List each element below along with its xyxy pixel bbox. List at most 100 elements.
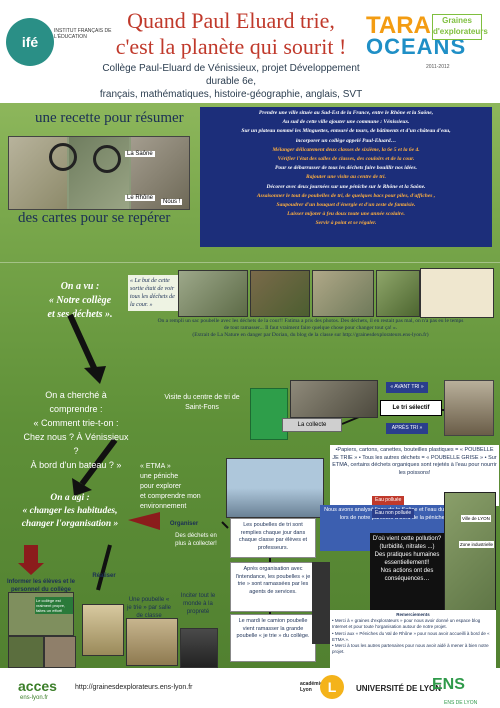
pollution-q1: D'où vient cette pollution? bbox=[372, 536, 442, 542]
step-box-1: Les poubelles de tri sont remplies chaqu… bbox=[230, 518, 316, 558]
academie-text: académie Lyon bbox=[300, 681, 323, 693]
arrow-small bbox=[221, 521, 229, 529]
universite-logo: UNIVERSITÉ DE LYON bbox=[356, 684, 442, 693]
clean-water-label: Eau non polluée bbox=[372, 509, 415, 518]
arrow-understand-to-act bbox=[79, 438, 118, 486]
seen-note-line-3: (Extrait de La Nature en danger par Dori… bbox=[192, 332, 429, 338]
ife-logo-text: ifé bbox=[21, 34, 39, 50]
magnifier-icon bbox=[93, 145, 121, 173]
tara-oceans-logo: TARA OCEANS Graines d'explorateurs 2011-… bbox=[366, 12, 496, 72]
seen-heading: On a vu : « Notre collège et ses déchets… bbox=[40, 280, 120, 322]
photo-college-sign: Le collège est vraiment propre, faites u… bbox=[8, 592, 74, 636]
arrow-seen-to-understand bbox=[67, 313, 98, 372]
etma-line-3: pour explorer bbox=[140, 483, 182, 490]
ens-logo: ENS bbox=[432, 676, 465, 693]
poster-subtitle: Collège Paul-Eluard de Vénissieux, proje… bbox=[96, 62, 366, 101]
understand-line-3: Chez nous ? À Vénissieux ? bbox=[23, 432, 129, 456]
seen-note: On a rempli un sac poubelle avec les déc… bbox=[128, 318, 493, 339]
thanks-box: Remerciements • Merci à « graines d'expl… bbox=[330, 610, 496, 670]
red-arrow-organiser-icon bbox=[128, 512, 160, 530]
sorting-rules-box: •Papiers, cartons, canettes, bouteilles … bbox=[330, 445, 499, 506]
ife-subtitle: INSTITUT FRANÇAIS DE L'ÉDUCATION bbox=[54, 28, 112, 40]
understand-line-4: À bord d'un bateau ? » bbox=[30, 460, 122, 470]
header: ifé INSTITUT FRANÇAIS DE L'ÉDUCATION Qua… bbox=[0, 0, 500, 103]
recipe-line: Assaisonner le tout de poubelles de tri,… bbox=[256, 192, 436, 199]
academie-logo: académie Lyon L bbox=[300, 675, 348, 705]
etma-line-1: « ETMA » bbox=[140, 463, 171, 470]
photo-wall bbox=[376, 270, 420, 317]
recipe-line: Décorer avec deux journées sur une pénic… bbox=[266, 183, 426, 190]
thanks-title: Remerciements bbox=[396, 612, 430, 617]
etma-line-2: une péniche bbox=[140, 473, 179, 480]
college-sign-text: Le collège est vraiment propre, faites u… bbox=[35, 597, 73, 614]
seen-line-2: « Notre collège bbox=[48, 295, 112, 306]
ife-logo: ifé bbox=[6, 18, 54, 66]
section-divider bbox=[0, 262, 500, 263]
organiser-sub: Des déchets en plus à collecter! bbox=[175, 533, 217, 547]
recipe-line: Au sud de cette ville ajouter une commun… bbox=[282, 119, 410, 126]
photo-sorted-waste bbox=[444, 380, 494, 436]
arrow-head-icon bbox=[72, 478, 92, 496]
ens-sub: ENS DE LYON bbox=[444, 700, 478, 706]
pollution-q4: Nos actions ont des conséquences… bbox=[380, 568, 434, 582]
understand-heading: On a cherché à comprendre : « Comment tr… bbox=[20, 388, 132, 472]
realiser-label: Réaliser bbox=[92, 573, 116, 579]
inform-label: Informer les élèves et le personnel du c… bbox=[6, 579, 76, 593]
arrow-head-icon bbox=[84, 366, 106, 384]
industrial-tag: Zone industrielle bbox=[459, 541, 495, 548]
visit-label: Visite du centre de tri de Saint-Fons bbox=[164, 394, 240, 411]
step-box-3: Le mardi le camion poubelle vient ramass… bbox=[230, 614, 316, 662]
apres-tri-label: APRÈS TRI » bbox=[386, 423, 428, 434]
map-tag-rhone: Le Rhône bbox=[125, 195, 156, 201]
map-images: La Saône Le Rhône Nous ! bbox=[8, 136, 190, 210]
recipe-line: Servir à point et se régaler. bbox=[315, 220, 377, 227]
understand-line-2: « Comment trie-t-on : bbox=[33, 418, 119, 428]
photo-courtyard bbox=[178, 270, 248, 317]
photo-students bbox=[8, 636, 44, 668]
recipe-line: incorporer un collège appelé Paul-Eluard… bbox=[295, 137, 397, 144]
etma-line-5: environnement bbox=[140, 503, 187, 510]
seen-line-1: On a vu : bbox=[60, 281, 100, 292]
organiser-label: Organiser bbox=[169, 521, 199, 527]
thanks-line-1: • Merci à « graines d'explorateurs » pou… bbox=[332, 618, 481, 630]
recipe-line: Mélanger délicatement deux classes de si… bbox=[272, 146, 420, 153]
pollution-q2: (turbidité, nitrates ...) bbox=[379, 544, 435, 550]
subtitle-line-2: français, mathématiques, histoire-géogra… bbox=[99, 89, 363, 100]
photo-truck bbox=[312, 562, 330, 644]
recipe-line: Rajouter une visite au centre de tri. bbox=[306, 174, 386, 181]
photo-cardboard-bin bbox=[126, 618, 178, 666]
avant-tri-label: « AVANT TRI » bbox=[386, 382, 428, 393]
green-bin-icon bbox=[250, 388, 288, 440]
recipe-line: Vérifier l'état des salles de classes, d… bbox=[277, 156, 415, 163]
map-tag-saone: La Saône bbox=[125, 151, 155, 157]
seen-line-3: et ses déchets ». bbox=[47, 309, 113, 320]
year-label: 2011-2012 bbox=[426, 64, 450, 70]
arrow-to-realiser bbox=[96, 544, 112, 591]
photo-barge bbox=[226, 458, 324, 518]
seen-quote: « Le but de cette sortie était de voir t… bbox=[128, 275, 178, 311]
step-box-2: Après organisation avec l'intendance, le… bbox=[230, 562, 316, 612]
title-line-1: Quand Paul Eluard trie, bbox=[127, 8, 335, 33]
etma-description: « ETMA » une péniche pour explorer et co… bbox=[140, 462, 220, 512]
footer-url[interactable]: http://grainesdexplorateurs.ens-lyon.fr bbox=[75, 684, 193, 691]
tara-text: TARA bbox=[366, 12, 431, 39]
photo-ground bbox=[250, 270, 310, 317]
acces-sub: ens-lyon.fr bbox=[20, 695, 49, 701]
recipe-line: Pour se débarrasser de tous les déchets … bbox=[275, 165, 417, 172]
photo-posters bbox=[420, 268, 494, 318]
poubelle-label: Une poubelle « je trie » par salle de cl… bbox=[126, 597, 172, 619]
river-map: Ville de LYON Zone industrielle bbox=[444, 492, 496, 612]
photo-sorting-bin bbox=[82, 604, 124, 656]
act-line-2: « changer les habitudes, bbox=[22, 506, 118, 516]
red-arrow-inform-icon bbox=[24, 545, 38, 563]
lyon-tag: Ville de LYON bbox=[461, 515, 491, 522]
map-tag-nous: Nous ! bbox=[161, 199, 183, 205]
understand-line-1: On a cherché à comprendre : bbox=[45, 390, 107, 414]
recipe-line: Saupoudrer d'un bouquet d'énergie et d'u… bbox=[276, 202, 416, 209]
thanks-line-3: • Merci à tous les autres partenaires po… bbox=[332, 643, 489, 655]
recipe-line: Laisser mijoter à feu doux toute une ann… bbox=[287, 211, 405, 218]
inciter-label: Inciter tout le monde à la propreté bbox=[180, 593, 216, 615]
graines-badge: Graines d'explorateurs bbox=[432, 14, 488, 40]
recipe-line: Prendre une ville située au Sud-Est de l… bbox=[258, 110, 434, 116]
act-line-3: changer l'organisation » bbox=[21, 519, 119, 529]
